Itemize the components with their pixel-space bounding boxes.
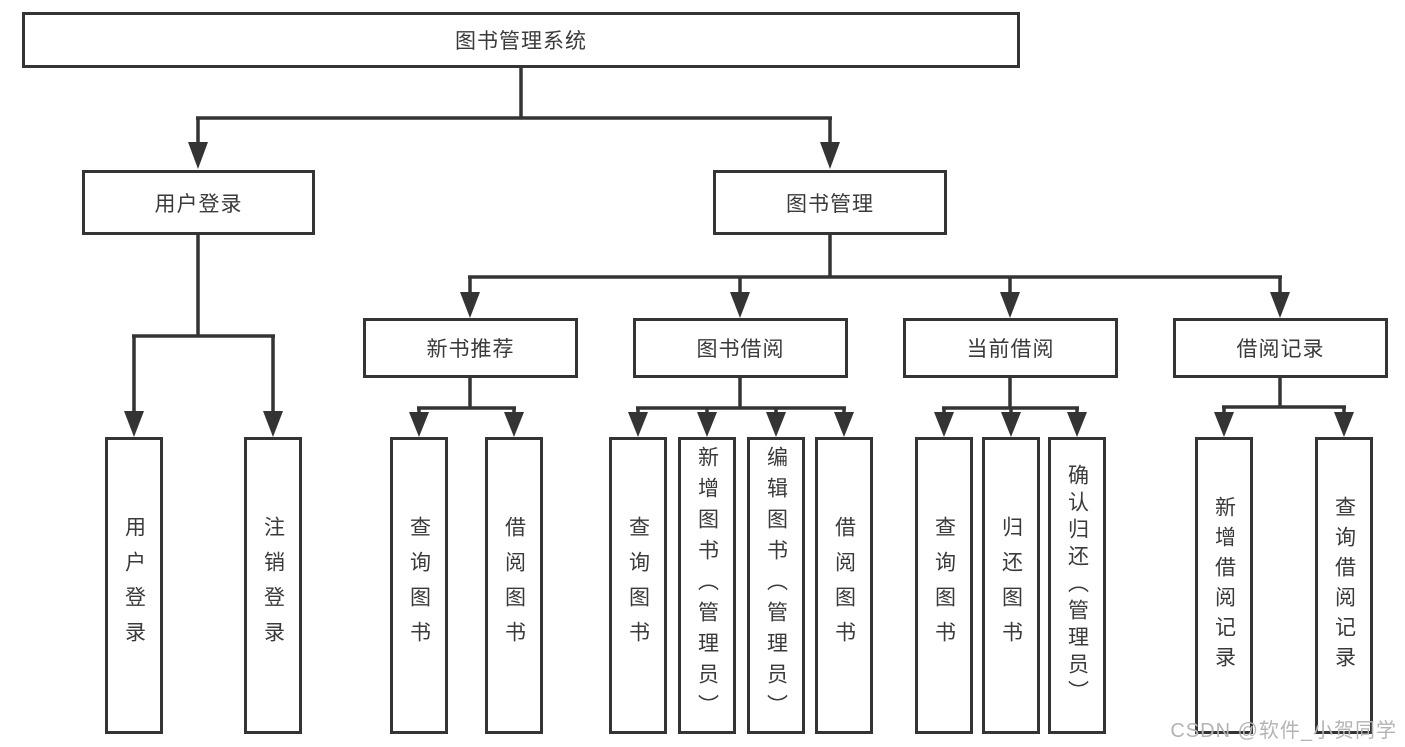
node-library-management-system: 图书管理系统 <box>22 12 1020 68</box>
node-borrow-records: 借阅记录 <box>1173 318 1388 378</box>
connector-root-to-level2 <box>188 67 840 169</box>
leaf-query-books-borrow: 查询图书 <box>609 437 667 734</box>
leaf-confirm-return-admin: 确认归还（管理员） <box>1048 437 1106 734</box>
connector-book-management-to-level3 <box>460 235 1290 318</box>
leaf-return-books: 归还图书 <box>982 437 1040 734</box>
leaf-add-book-admin: 新增图书（管理员） <box>678 437 736 734</box>
leaf-logout: 注销登录 <box>244 437 302 734</box>
node-book-management: 图书管理 <box>713 170 947 235</box>
leaf-add-borrow-record: 新增借阅记录 <box>1195 437 1253 734</box>
leaf-borrow-books: 借阅图书 <box>815 437 873 734</box>
connector-book-borrow-to-leaves <box>628 378 854 437</box>
node-new-book-recommend: 新书推荐 <box>363 318 578 378</box>
node-current-borrow: 当前借阅 <box>903 318 1118 378</box>
leaf-borrow-books-recommend: 借阅图书 <box>485 437 543 734</box>
connector-borrow-records-to-leaves <box>1214 378 1354 437</box>
leaf-user-login: 用户登录 <box>105 437 163 734</box>
connector-current-borrow-to-leaves <box>934 378 1087 437</box>
node-user-login: 用户登录 <box>82 170 315 235</box>
node-book-borrow: 图书借阅 <box>633 318 848 378</box>
leaf-edit-book-admin: 编辑图书（管理员） <box>747 437 805 734</box>
csdn-watermark: CSDN @软件_小贺同学 <box>1170 720 1397 742</box>
leaf-query-books-recommend: 查询图书 <box>390 437 448 734</box>
connector-user-login-to-leaves <box>124 235 283 437</box>
leaf-query-borrow-record: 查询借阅记录 <box>1315 437 1373 734</box>
connector-new-book-recommend-to-leaves <box>409 378 524 437</box>
leaf-query-books-current: 查询图书 <box>915 437 973 734</box>
